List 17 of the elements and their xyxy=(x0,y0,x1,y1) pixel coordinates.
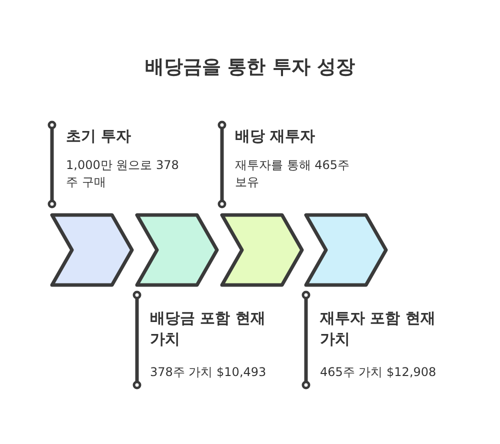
leader-line xyxy=(132,290,142,390)
heading: 배당 재투자 xyxy=(235,126,316,147)
heading: 초기 투자 xyxy=(66,126,132,147)
description: 465주 가치 $12,908 xyxy=(320,364,438,381)
leader-line xyxy=(48,120,56,208)
heading: 재투자 포함 현재 가치 xyxy=(320,308,436,350)
description: 378주 가치 $10,493 xyxy=(150,364,268,381)
title: 배당금을 통한 투자 성장 xyxy=(144,55,356,80)
description: 1,000만 원으로 378주 구매 xyxy=(66,157,180,191)
leader-line xyxy=(218,120,226,208)
description: 재투자를 통해 465주 보유 xyxy=(235,157,351,191)
heading: 배당금 포함 현재 가치 xyxy=(150,308,266,350)
chevron-shape xyxy=(134,212,221,288)
chevron-shape xyxy=(219,212,306,288)
leader-line xyxy=(302,290,310,390)
chevron-shape xyxy=(303,212,390,288)
chevron-shape xyxy=(49,212,136,288)
